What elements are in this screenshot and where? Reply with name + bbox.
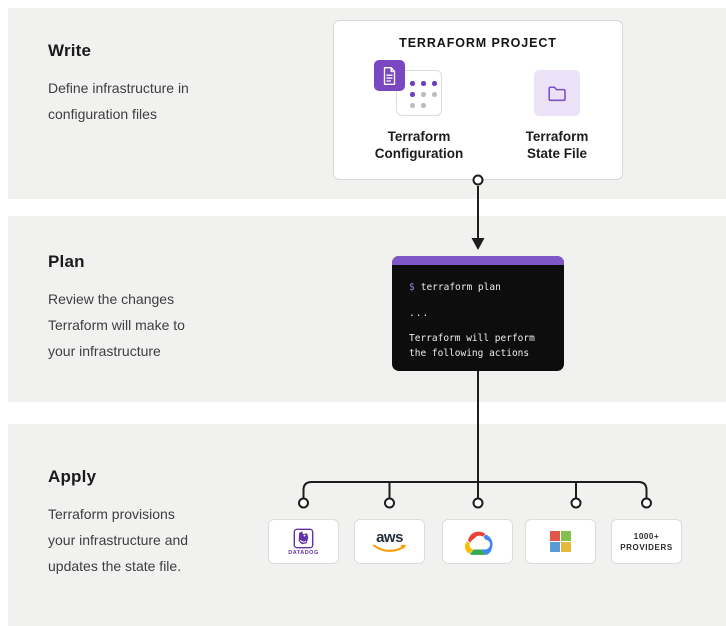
plan-description-line: Review the changes [48, 291, 175, 307]
plan-title: Plan [48, 252, 85, 271]
terraform-configuration-label: Terraform Configuration [374, 129, 464, 161]
microsoft-square-blue [550, 542, 560, 552]
dots-grid-icon [410, 81, 437, 114]
microsoft-square-red [550, 531, 560, 541]
plan-stage-band [8, 216, 726, 402]
provider-card-more-providers: 1000+ PROVIDERS [611, 519, 682, 564]
terraform-project-title: TERRAFORM PROJECT [399, 36, 557, 50]
aws-wordmark: aws [376, 528, 403, 546]
apply-description-line: your infrastructure and [48, 532, 189, 548]
plan-description-line: Terraform will make to [48, 317, 185, 333]
terraform-project-card: TERRAFORM PROJECT Terraform Configuratio… [333, 20, 623, 180]
terraform-state-file-label: Terraform State File [525, 129, 589, 161]
write-title: Write [48, 41, 92, 60]
apply-description-line: updates the state file. [48, 558, 182, 574]
microsoft-squares-icon [550, 531, 571, 552]
write-description-line: configuration files [48, 106, 157, 122]
terminal-prompt: $ [409, 282, 415, 293]
provider-card-datadog: DATADOG [268, 519, 339, 564]
document-icon [374, 60, 405, 91]
terraform-plan-terminal: $ terraform plan ... Terraform will perfo… [392, 256, 564, 371]
terminal-output-line: the following actions [409, 348, 530, 359]
terminal-command-line: $ terraform plan [409, 282, 564, 293]
apply-title: Apply [48, 467, 97, 486]
aws-smile-arrow-icon [372, 544, 406, 552]
terminal-title-bar [392, 256, 564, 265]
datadog-label: DATADOG [288, 549, 319, 556]
google-cloud-icon [464, 531, 493, 555]
apply-stage-text: Apply Terraform provisions your infrastr… [48, 467, 288, 579]
provider-card-microsoft [525, 519, 596, 564]
terminal-ellipsis: ... [409, 308, 430, 319]
provider-card-google-cloud [442, 519, 513, 564]
terminal-command: terraform plan [420, 282, 501, 293]
plan-description-line: your infrastructure [48, 343, 161, 359]
apply-description-line: Terraform provisions [48, 506, 175, 522]
more-providers-count: 1000+ [633, 531, 660, 541]
write-description-line: Define infrastructure in [48, 80, 189, 96]
write-stage-text: Write Define infrastructure in configura… [48, 41, 288, 127]
provider-card-aws: aws [354, 519, 425, 564]
more-providers-label: PROVIDERS [620, 542, 673, 552]
datadog-dog-icon [293, 528, 314, 548]
configuration-dots-box [396, 70, 442, 116]
plan-stage-text: Plan Review the changes Terraform will m… [48, 252, 288, 364]
microsoft-square-green [561, 531, 571, 541]
folder-icon [548, 85, 566, 101]
state-file-tile [534, 70, 580, 116]
microsoft-square-yellow [561, 542, 571, 552]
terminal-output-line: Terraform will perform [409, 333, 535, 344]
